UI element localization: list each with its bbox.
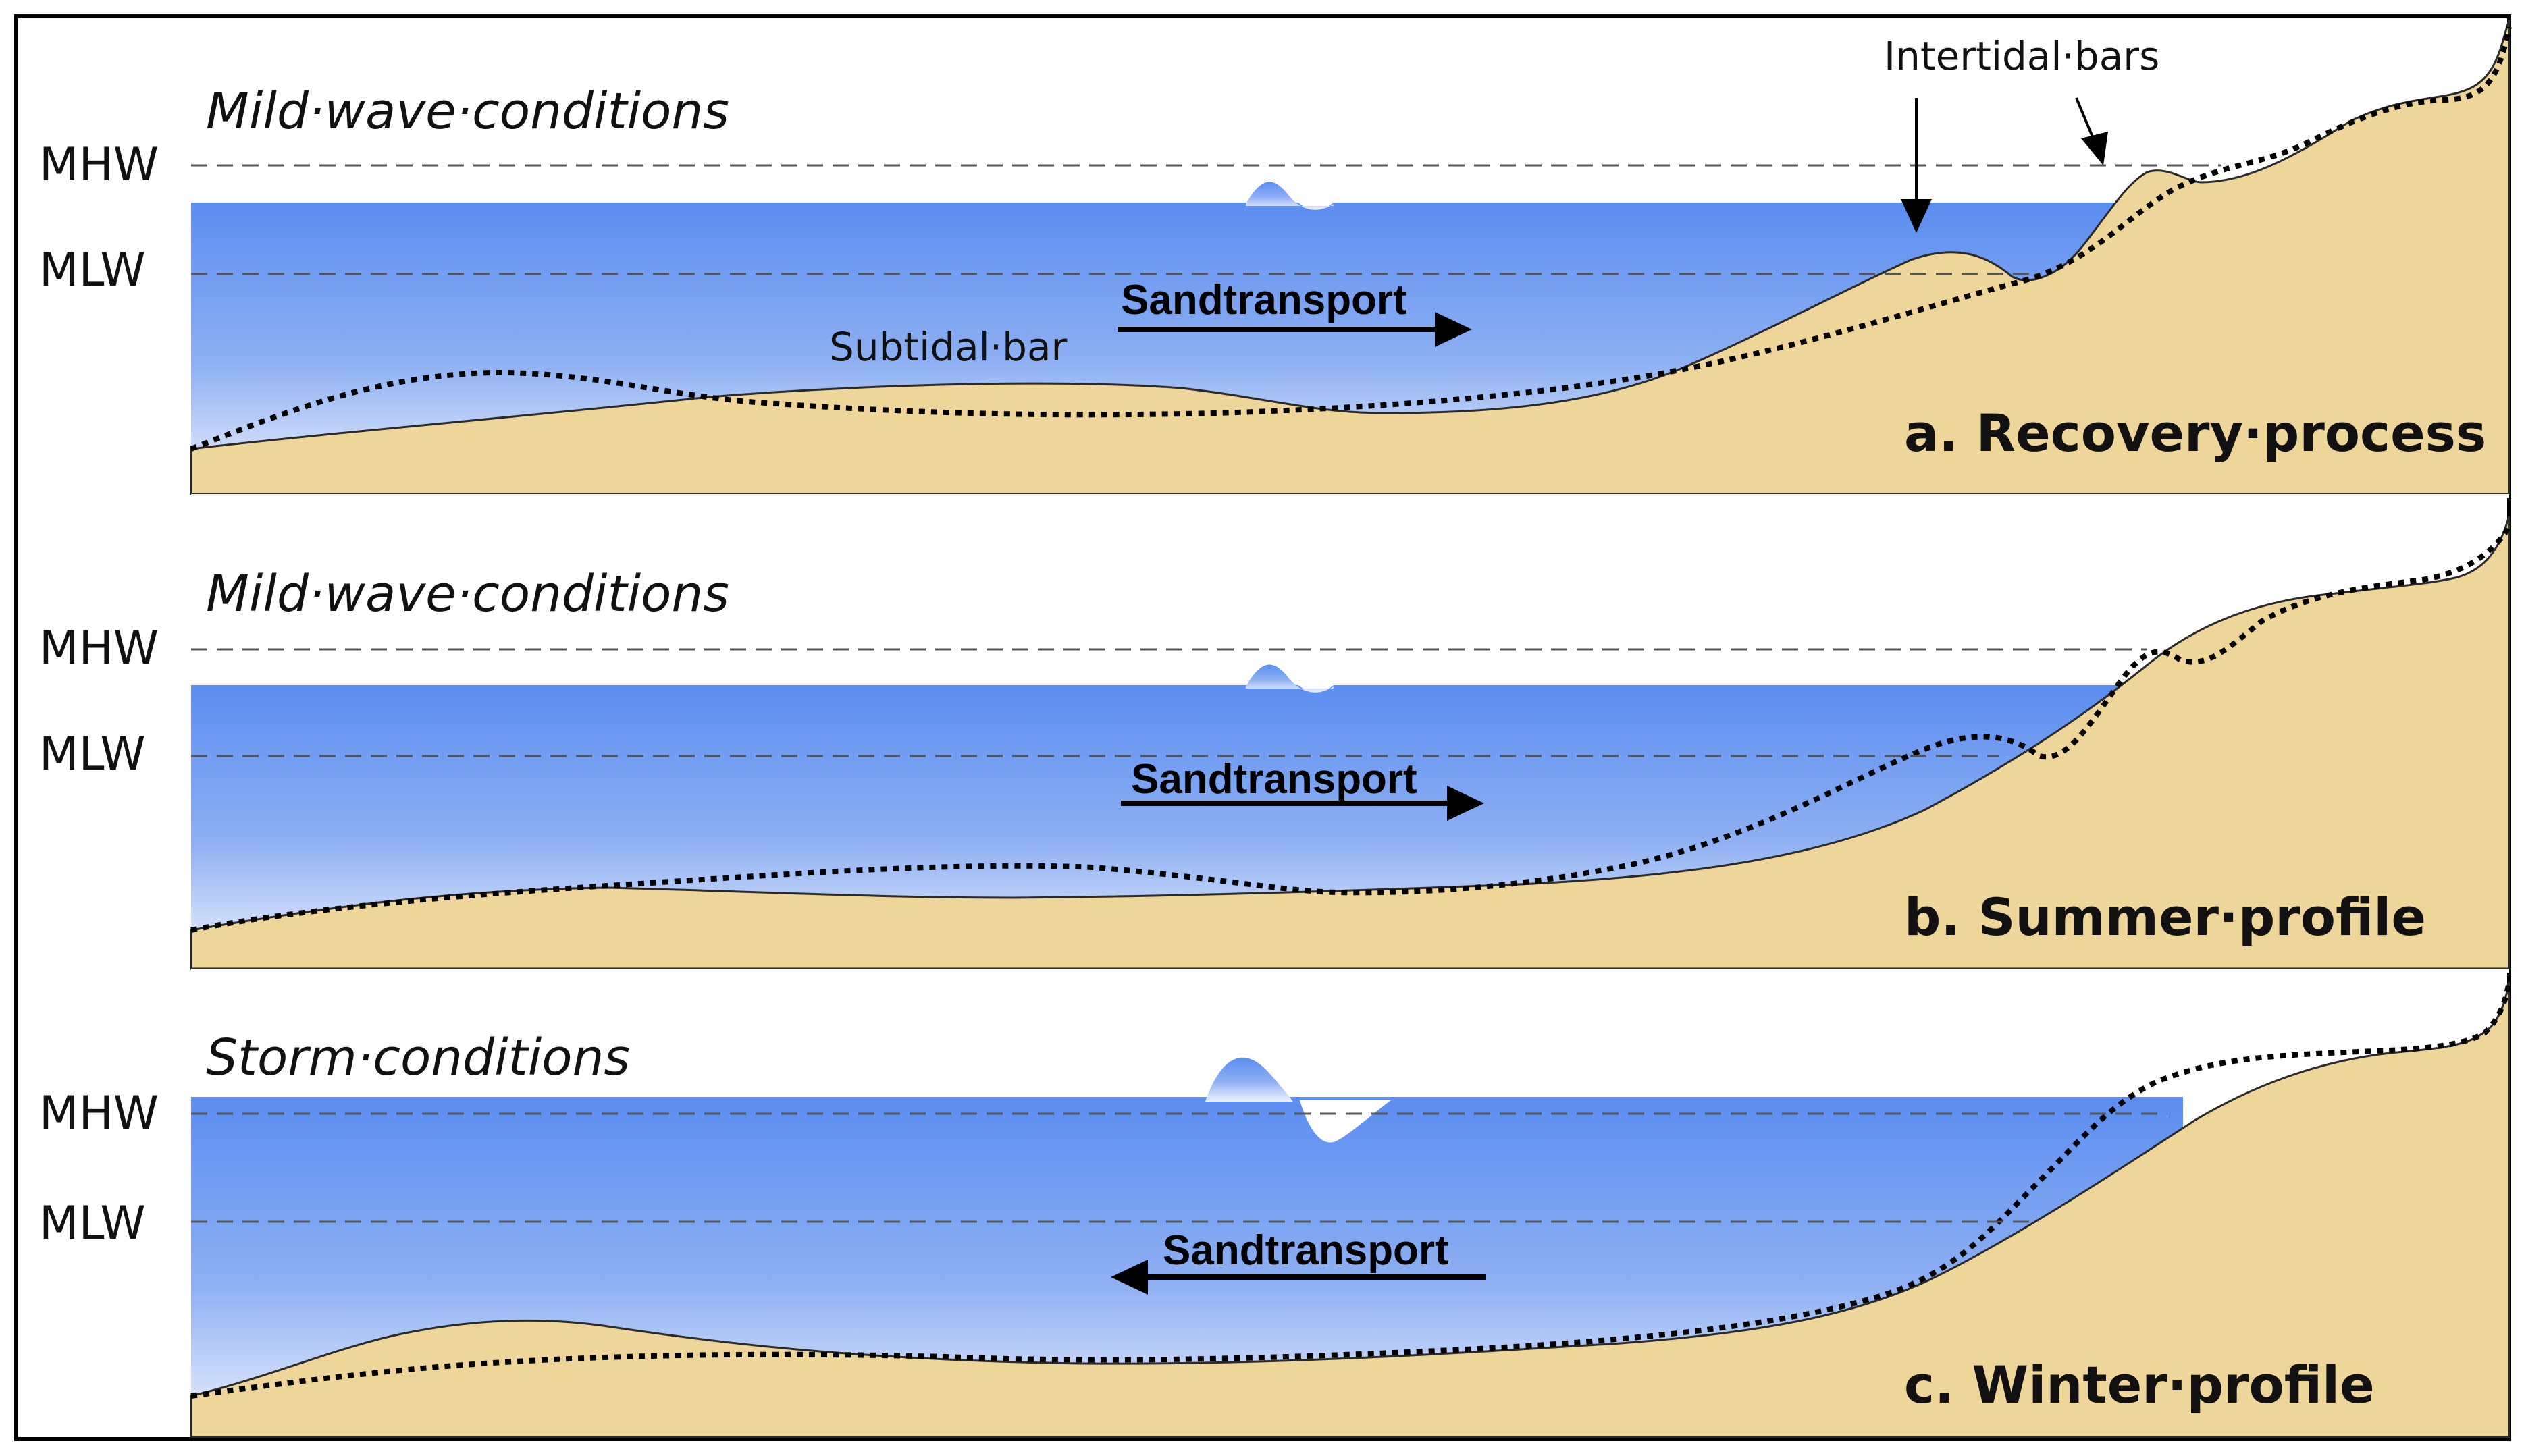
mhw-label: MHW	[39, 138, 159, 192]
mhw-label: MHW	[39, 1087, 159, 1140]
panel-title: b. Summer·profile	[1904, 887, 2426, 947]
transport-arrow-head	[1435, 312, 1472, 347]
wave-trough	[1300, 1100, 1391, 1143]
intertidal-arrow-1-head	[1901, 199, 1932, 233]
condition-label: Storm·conditions	[206, 1029, 630, 1087]
previous-profile-dotted	[190, 524, 2512, 933]
panel-separator	[191, 969, 2509, 973]
panel-c: MHW MLW Storm·conditions Sandtransport c…	[39, 981, 2512, 1438]
sand-profile	[190, 981, 2510, 1438]
intertidal-arrow-2-line	[2075, 97, 2095, 139]
mlw-label: MLW	[39, 728, 146, 781]
transport-label: Sandtransport	[1131, 756, 1417, 803]
panel-separator	[191, 494, 2509, 498]
mlw-label: MLW	[39, 1197, 146, 1250]
previous-profile-dotted	[190, 981, 2512, 1399]
mhw-label: MHW	[39, 622, 159, 675]
wave-hump	[1246, 664, 1334, 693]
intertidal-bars-label: Intertidal·bars	[1884, 33, 2159, 79]
panel-a: MHW MLW Mild·wave·conditions Sandtranspo…	[39, 20, 2512, 495]
condition-label: Mild·wave·conditions	[206, 82, 729, 140]
wave-crest	[1205, 1057, 1293, 1102]
transport-arrow-head	[1447, 786, 1484, 821]
intertidal-arrow-2-head	[2081, 132, 2108, 165]
panel-title: a. Recovery·process	[1904, 403, 2486, 463]
mlw-label: MLW	[39, 244, 146, 297]
subtidal-bar-label: Subtidal·bar	[829, 324, 1068, 370]
transport-label: Sandtransport	[1121, 277, 1407, 323]
panel-b: MHW MLW Mild·wave·conditions Sandtranspo…	[39, 516, 2512, 970]
transport-label: Sandtransport	[1163, 1227, 1449, 1274]
transport-arrow-head	[1111, 1260, 1148, 1295]
panel-title: c. Winter·profile	[1904, 1355, 2375, 1415]
condition-label: Mild·wave·conditions	[206, 565, 729, 623]
sand-profile	[190, 20, 2510, 495]
previous-profile-dotted	[190, 26, 2512, 452]
wave-hump	[1246, 182, 1334, 210]
